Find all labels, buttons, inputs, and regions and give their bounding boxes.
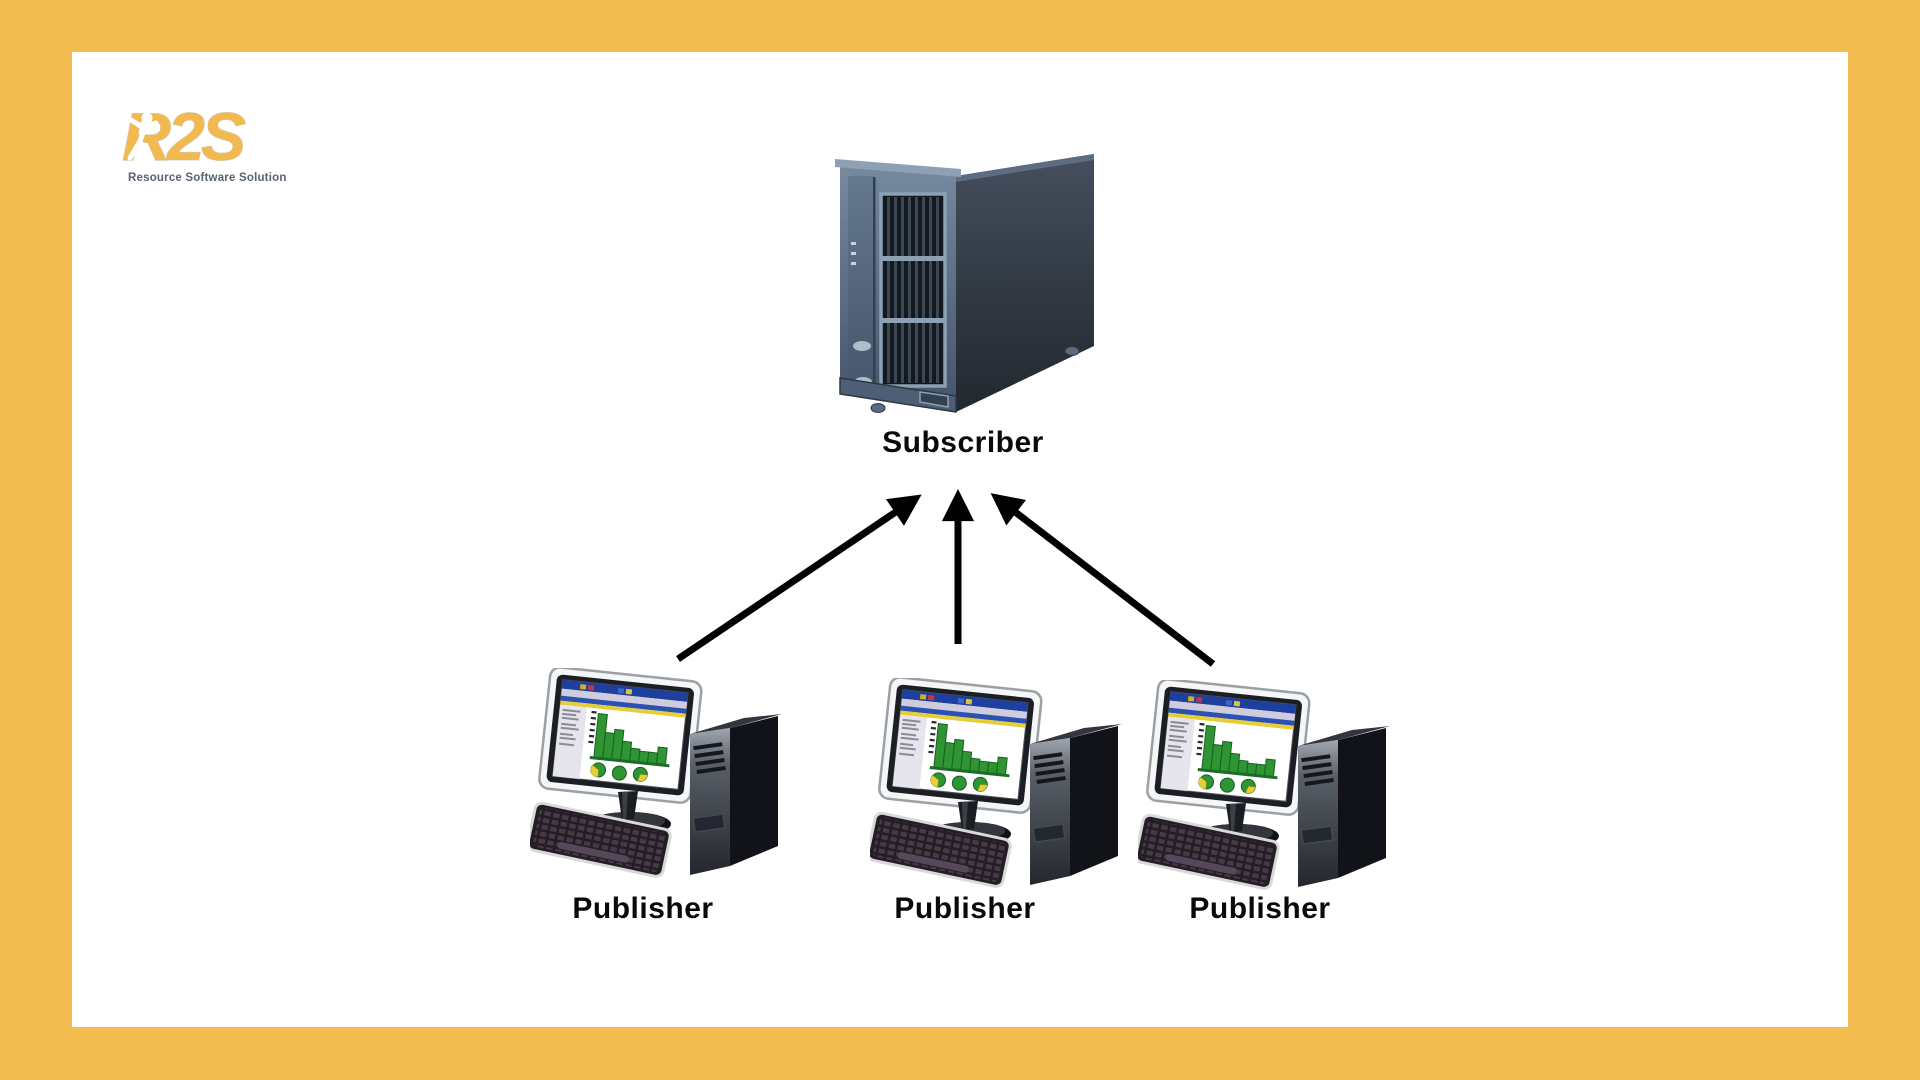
company-logo: R2S Resource Software Solution	[120, 96, 310, 185]
publisher-label-3: Publisher	[1189, 892, 1331, 925]
arrow-right-publisher-to-subscriber	[990, 493, 1216, 667]
publisher-label-1: Publisher	[572, 892, 714, 925]
logo-text: R2S	[122, 99, 246, 174]
logo-tagline: Resource Software Solution	[128, 172, 287, 184]
publisher-label-2: Publisher	[894, 892, 1036, 925]
running-person-icon	[127, 112, 159, 162]
arrow-left-publisher-to-subscriber	[676, 494, 922, 662]
subscriber-server-tower-icon	[832, 146, 1098, 424]
r2s-logo-icon: R2S	[122, 99, 251, 175]
diagram-canvas: R2S Resource Software Solution Subscribe…	[72, 52, 1848, 1027]
publisher-workstation-icon-2	[870, 678, 1128, 893]
subscriber-label: Subscriber	[882, 426, 1044, 459]
publisher-workstation-icon-1	[530, 668, 788, 883]
publisher-workstation-icon-3	[1138, 680, 1396, 895]
